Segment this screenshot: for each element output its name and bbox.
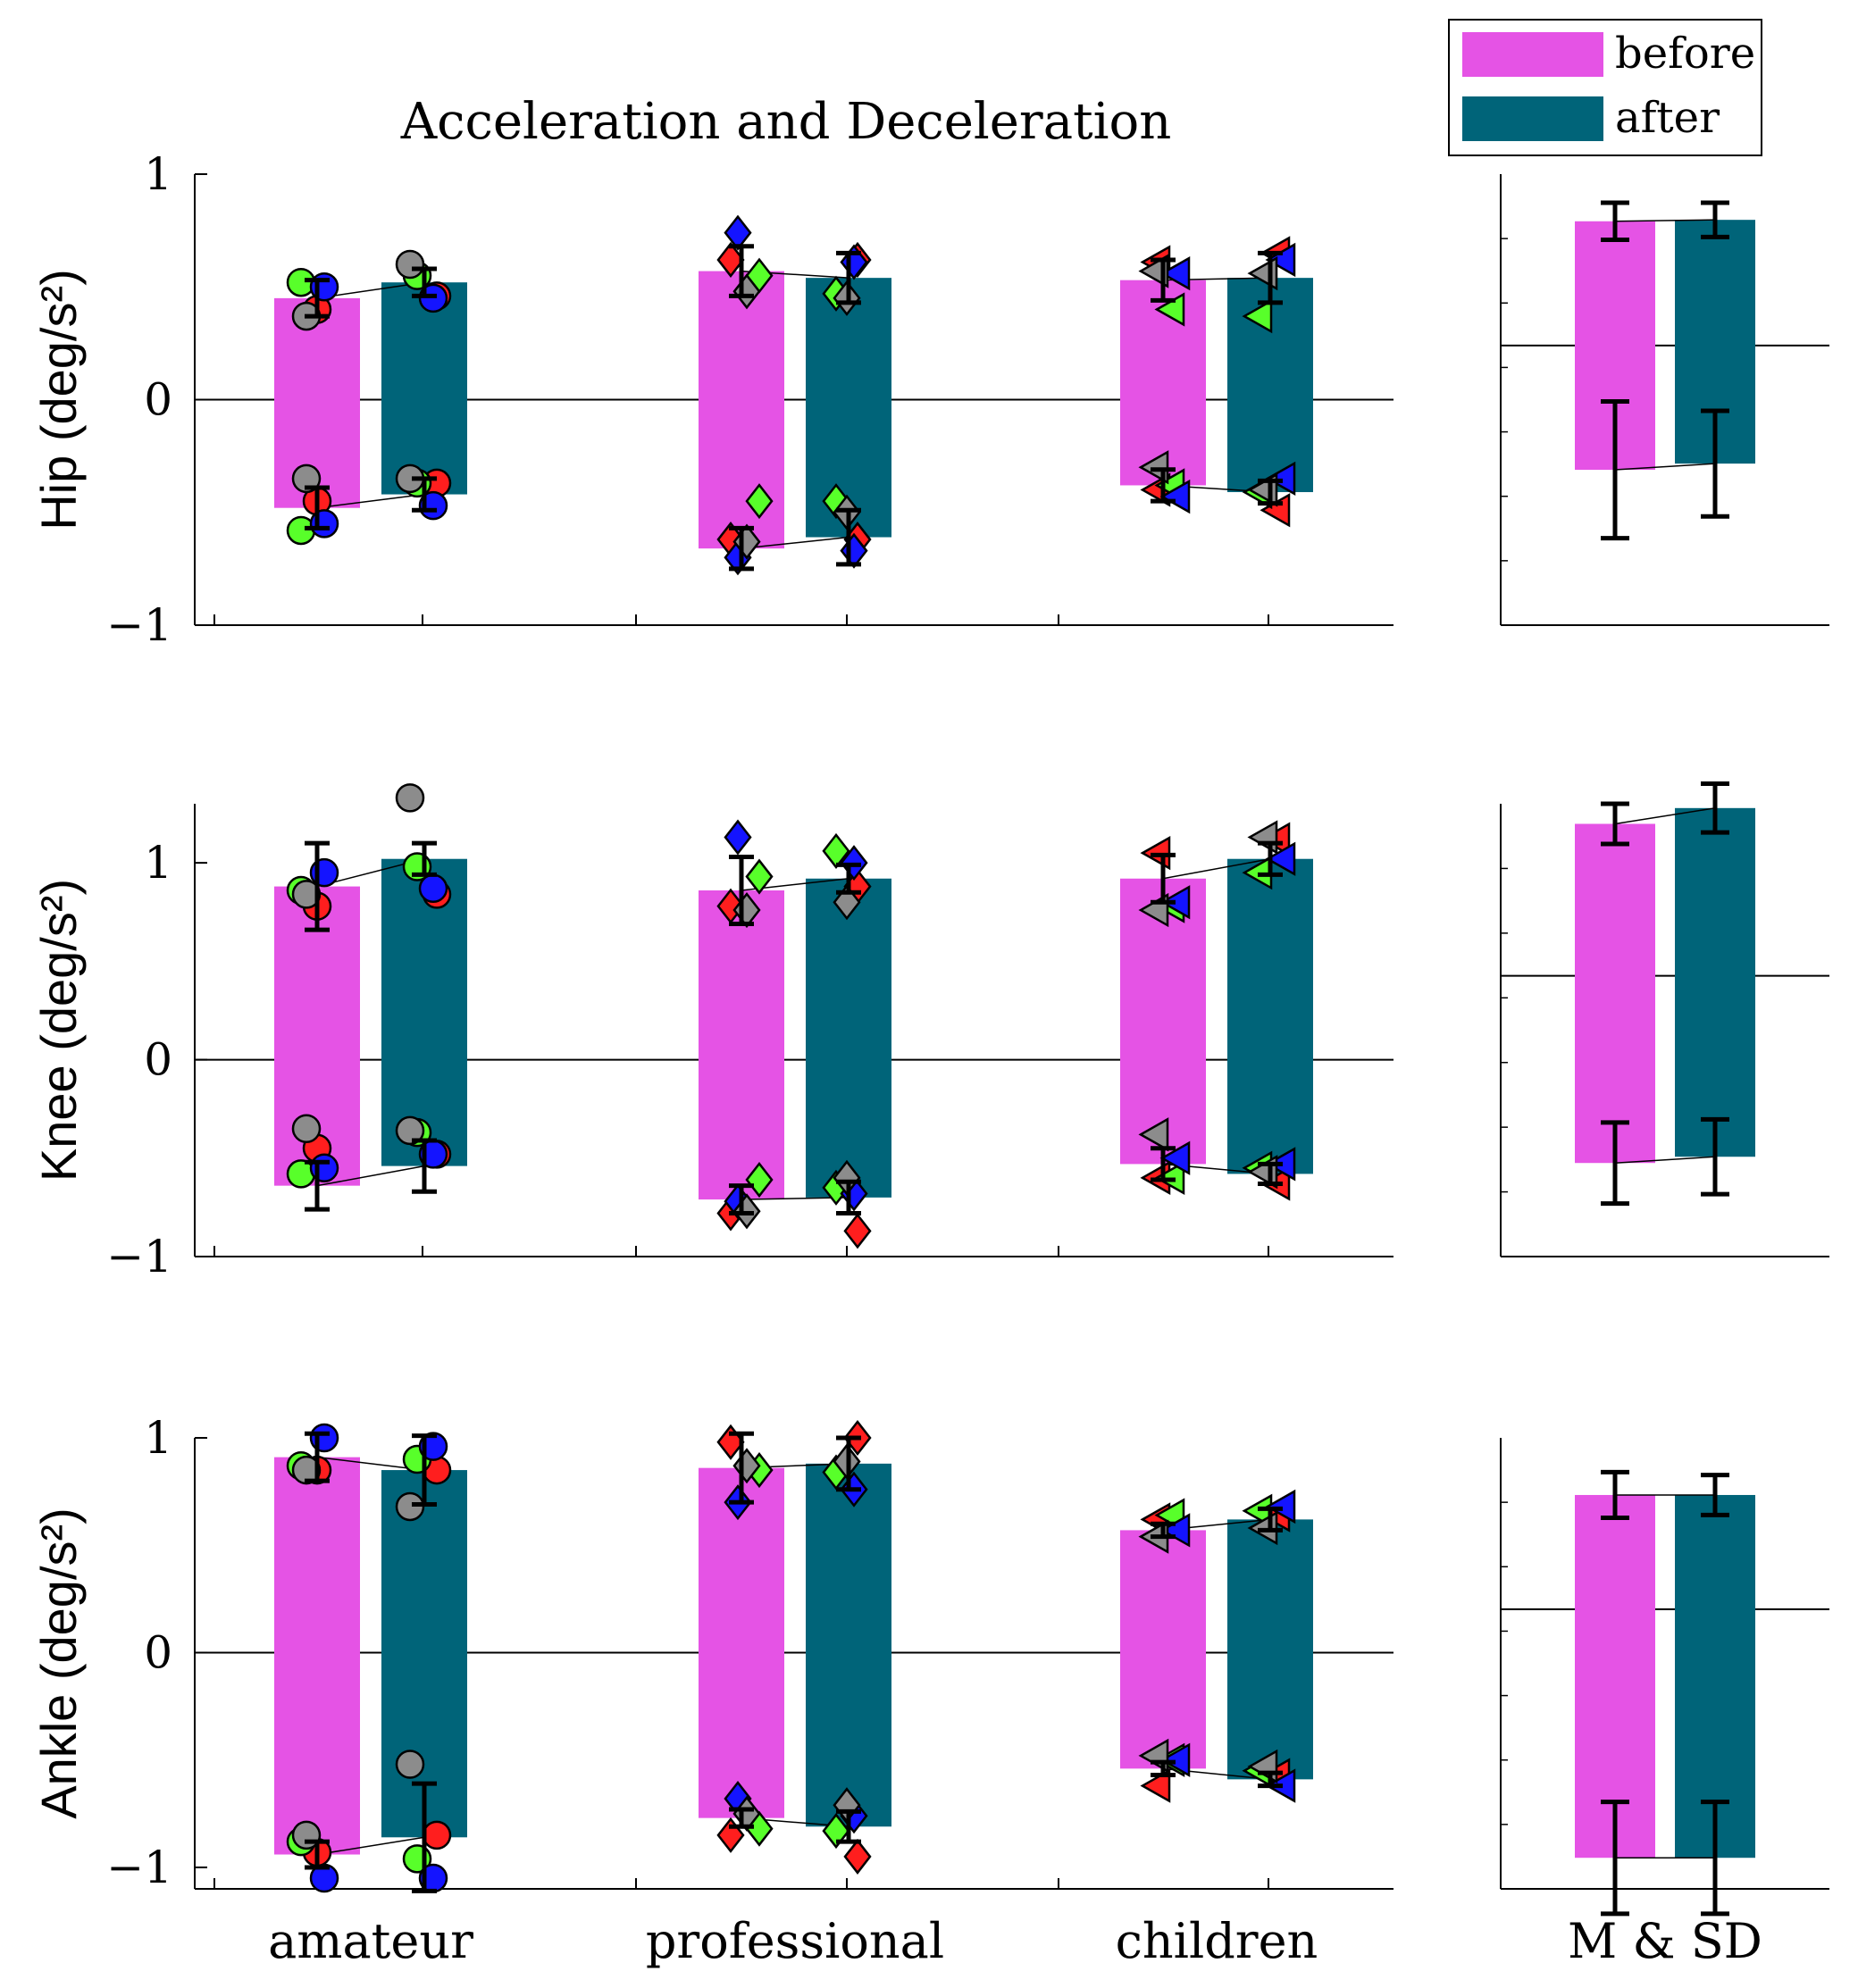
category-label: children bbox=[1116, 1913, 1318, 1969]
subject-marker bbox=[395, 249, 425, 280]
subject-marker bbox=[822, 832, 850, 869]
mean-line-neg bbox=[741, 536, 849, 549]
bar-before-children bbox=[1120, 878, 1206, 1165]
summary-bar-before bbox=[1575, 1494, 1655, 1859]
panel-0: Hip (deg/s²) −1 0 1 bbox=[30, 148, 1829, 651]
subject-marker bbox=[716, 241, 745, 278]
subject-marker bbox=[1265, 841, 1296, 876]
mean-line-neg bbox=[316, 1836, 425, 1856]
subject-marker bbox=[843, 1838, 872, 1875]
summary-line-pos bbox=[1614, 807, 1716, 825]
y-tick-label: −1 bbox=[106, 1231, 172, 1282]
y-tick-label: 0 bbox=[144, 1626, 172, 1678]
mean-line-neg bbox=[316, 493, 425, 509]
legend-label-after: after bbox=[1615, 93, 1720, 143]
bar-after-amateur bbox=[381, 282, 467, 495]
subject-marker bbox=[395, 783, 425, 813]
subject-marker bbox=[843, 1213, 872, 1249]
subject-marker bbox=[822, 1813, 850, 1850]
summary-bar-after bbox=[1675, 807, 1755, 1157]
y-axis-label: Ankle (deg/s²) bbox=[30, 1508, 87, 1819]
subject-marker bbox=[1140, 1768, 1171, 1803]
subject-marker bbox=[1242, 298, 1273, 334]
y-axis-label: Hip (deg/s²) bbox=[30, 269, 87, 530]
y-tick-label: 0 bbox=[144, 374, 172, 426]
bar-before-children bbox=[1120, 280, 1206, 486]
subject-marker bbox=[1159, 479, 1191, 514]
summary-bar-after bbox=[1675, 1494, 1755, 1859]
subject-marker bbox=[745, 858, 774, 895]
y-axis-label: Knee (deg/s²) bbox=[30, 879, 87, 1182]
bar-after-children bbox=[1227, 1519, 1313, 1780]
subject-marker bbox=[395, 1750, 425, 1779]
y-tick-label: 0 bbox=[144, 1034, 172, 1086]
y-tick-label: 1 bbox=[144, 1412, 172, 1464]
panel-2: Ankle (deg/s²) −1 0 1 amateur professional chi… bbox=[30, 1412, 1829, 1969]
chart-title: Acceleration and Deceleration bbox=[400, 93, 1172, 151]
subject-marker bbox=[291, 464, 322, 494]
subject-marker bbox=[745, 483, 774, 520]
legend-label-before: before bbox=[1615, 29, 1755, 79]
bar-before-professional bbox=[699, 1467, 784, 1818]
bar-after-professional bbox=[806, 1463, 891, 1827]
bar-before-children bbox=[1120, 1530, 1206, 1769]
summary-line-neg bbox=[1614, 1156, 1716, 1164]
subject-marker bbox=[1159, 255, 1191, 291]
bar-before-professional bbox=[699, 271, 784, 549]
category-label: amateur bbox=[268, 1913, 473, 1969]
bar-before-professional bbox=[699, 890, 784, 1200]
category-label: professional bbox=[646, 1913, 944, 1969]
subject-marker bbox=[309, 1863, 339, 1893]
y-tick-label: −1 bbox=[106, 1842, 172, 1893]
y-tick-label: 1 bbox=[144, 148, 172, 200]
subject-marker bbox=[724, 819, 752, 856]
subject-marker bbox=[422, 1820, 452, 1850]
subject-marker bbox=[418, 873, 448, 904]
bar-after-amateur bbox=[381, 858, 467, 1166]
subject-marker bbox=[291, 1114, 322, 1143]
bar-after-professional bbox=[806, 278, 891, 538]
panel-1: Knee (deg/s²) −1 0 1 bbox=[30, 781, 1829, 1282]
subject-marker bbox=[724, 214, 752, 251]
subject-marker bbox=[286, 267, 316, 297]
summary-line-pos bbox=[1614, 219, 1716, 222]
subject-marker bbox=[1138, 1117, 1169, 1152]
y-tick-label: 1 bbox=[144, 837, 172, 889]
y-tick-label: −1 bbox=[106, 599, 172, 651]
bar-after-amateur bbox=[381, 1470, 467, 1838]
subject-marker bbox=[395, 1115, 425, 1146]
mean-line-neg bbox=[316, 1165, 425, 1187]
subject-marker bbox=[1265, 461, 1296, 497]
summary-category-label: M & SD bbox=[1568, 1913, 1762, 1969]
subject-marker bbox=[291, 880, 322, 909]
summary-bar-before bbox=[1575, 823, 1655, 1164]
bar-after-children bbox=[1227, 858, 1313, 1174]
summary-line-neg bbox=[1614, 463, 1716, 471]
bar-after-professional bbox=[806, 878, 891, 1198]
legend-swatch-after bbox=[1462, 96, 1603, 141]
bar-before-amateur bbox=[274, 1457, 360, 1855]
legend-swatch-before bbox=[1462, 32, 1603, 77]
legend: before after bbox=[1448, 19, 1762, 156]
subject-marker bbox=[291, 1455, 322, 1485]
mean-line-pos bbox=[1162, 857, 1271, 880]
subject-marker bbox=[1159, 1140, 1191, 1175]
